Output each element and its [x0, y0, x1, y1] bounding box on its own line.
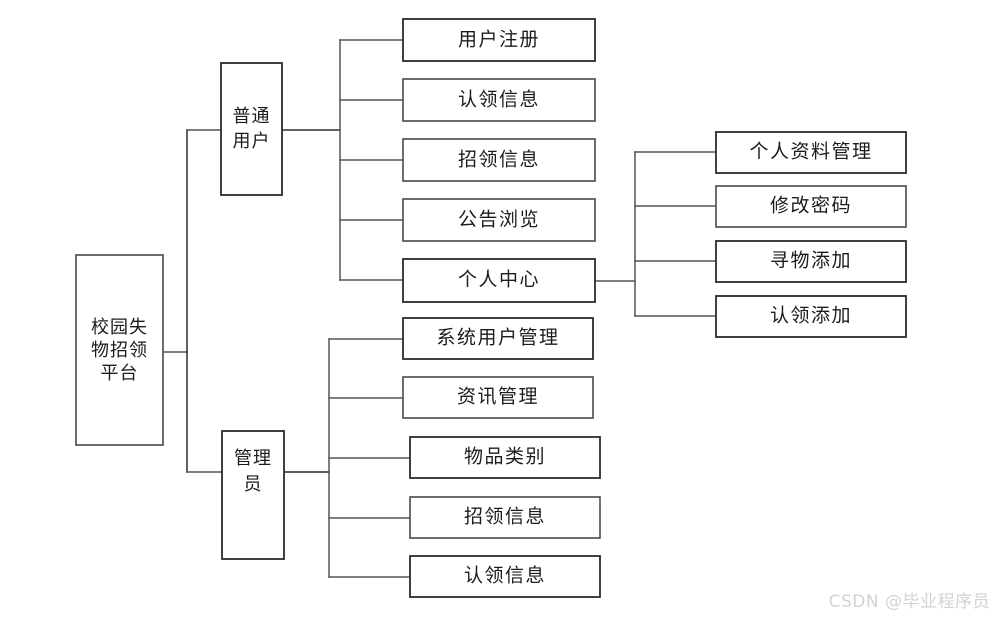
node-user-child-5-label: 个人中心 — [458, 268, 540, 290]
node-personal-center-child-1[interactable]: 个人资料管理 — [715, 131, 907, 174]
node-root-line-2: 物招领 — [91, 340, 148, 360]
node-pc-child-1-label: 个人资料管理 — [749, 140, 872, 162]
node-user-child-5[interactable]: 个人中心 — [402, 258, 596, 303]
node-root[interactable]: 校园失 物招领 平台 — [75, 254, 164, 446]
node-admin-child-2-label: 资讯管理 — [457, 385, 539, 407]
connector-group-admin — [283, 338, 411, 578]
node-admin-child-3-box — [409, 436, 601, 479]
node-branch-normal-user[interactable]: 普通 用户 — [220, 62, 283, 196]
node-pc-child-4-label: 认领添加 — [770, 304, 852, 326]
connector-group-personal-center — [594, 151, 717, 317]
node-user-child-1-label: 用户注册 — [458, 28, 540, 50]
node-personal-center-child-2[interactable]: 修改密码 — [715, 185, 907, 228]
node-pc-child-2-box — [715, 185, 907, 228]
node-root-box — [75, 254, 164, 446]
node-admin-child-4[interactable]: 招领信息 — [409, 496, 601, 539]
node-normal-user-line-1: 普通 — [233, 106, 271, 126]
node-user-child-3-label: 招领信息 — [458, 148, 540, 170]
node-admin-child-1-label: 系统用户管理 — [436, 326, 559, 348]
node-user-child-5-box — [402, 258, 596, 303]
node-administrator-box — [221, 430, 285, 560]
node-user-child-4-label: 公告浏览 — [458, 208, 540, 230]
node-user-child-3-box — [402, 138, 596, 182]
node-user-child-4-box — [402, 198, 596, 242]
node-admin-child-1[interactable]: 系统用户管理 — [402, 317, 594, 360]
node-admin-child-3[interactable]: 物品类别 — [409, 436, 601, 479]
node-admin-child-5[interactable]: 认领信息 — [409, 555, 601, 598]
node-admin-child-1-box — [402, 317, 594, 360]
node-admin-child-2-box — [402, 376, 594, 419]
node-admin-child-5-box — [409, 555, 601, 598]
node-admin-child-2[interactable]: 资讯管理 — [402, 376, 594, 419]
node-admin-child-4-box — [409, 496, 601, 539]
node-admin-child-5-label: 认领信息 — [464, 564, 546, 586]
node-root-line-1: 校园失 — [91, 317, 148, 337]
node-admin-child-3-label: 物品类别 — [464, 445, 546, 467]
node-user-child-1-box — [402, 18, 596, 62]
node-pc-child-4-box — [715, 295, 907, 338]
node-normal-user-line-2: 用户 — [233, 131, 271, 151]
connector-group-root — [162, 129, 223, 473]
node-user-child-2-label: 认领信息 — [458, 88, 540, 110]
node-user-child-4[interactable]: 公告浏览 — [402, 198, 596, 242]
node-user-child-1[interactable]: 用户注册 — [402, 18, 596, 62]
connector-group-normal-user — [281, 39, 404, 281]
node-user-child-3[interactable]: 招领信息 — [402, 138, 596, 182]
node-user-child-2-box — [402, 78, 596, 122]
node-administrator-line-1: 管理 — [234, 448, 272, 468]
node-personal-center-child-3[interactable]: 寻物添加 — [715, 240, 907, 283]
node-root-line-3: 平台 — [101, 363, 139, 383]
node-pc-child-2-label: 修改密码 — [770, 194, 852, 216]
node-admin-child-4-label: 招领信息 — [464, 505, 546, 527]
node-pc-child-3-box — [715, 240, 907, 283]
csdn-watermark: CSDN @毕业程序员 — [828, 592, 990, 612]
node-pc-child-3-label: 寻物添加 — [770, 249, 852, 271]
node-personal-center-child-4[interactable]: 认领添加 — [715, 295, 907, 338]
node-administrator-line-2: 员 — [244, 474, 263, 494]
node-pc-child-1-box — [715, 131, 907, 174]
node-user-child-2[interactable]: 认领信息 — [402, 78, 596, 122]
node-normal-user-box — [220, 62, 283, 196]
node-branch-administrator[interactable]: 管理 员 — [221, 430, 285, 560]
